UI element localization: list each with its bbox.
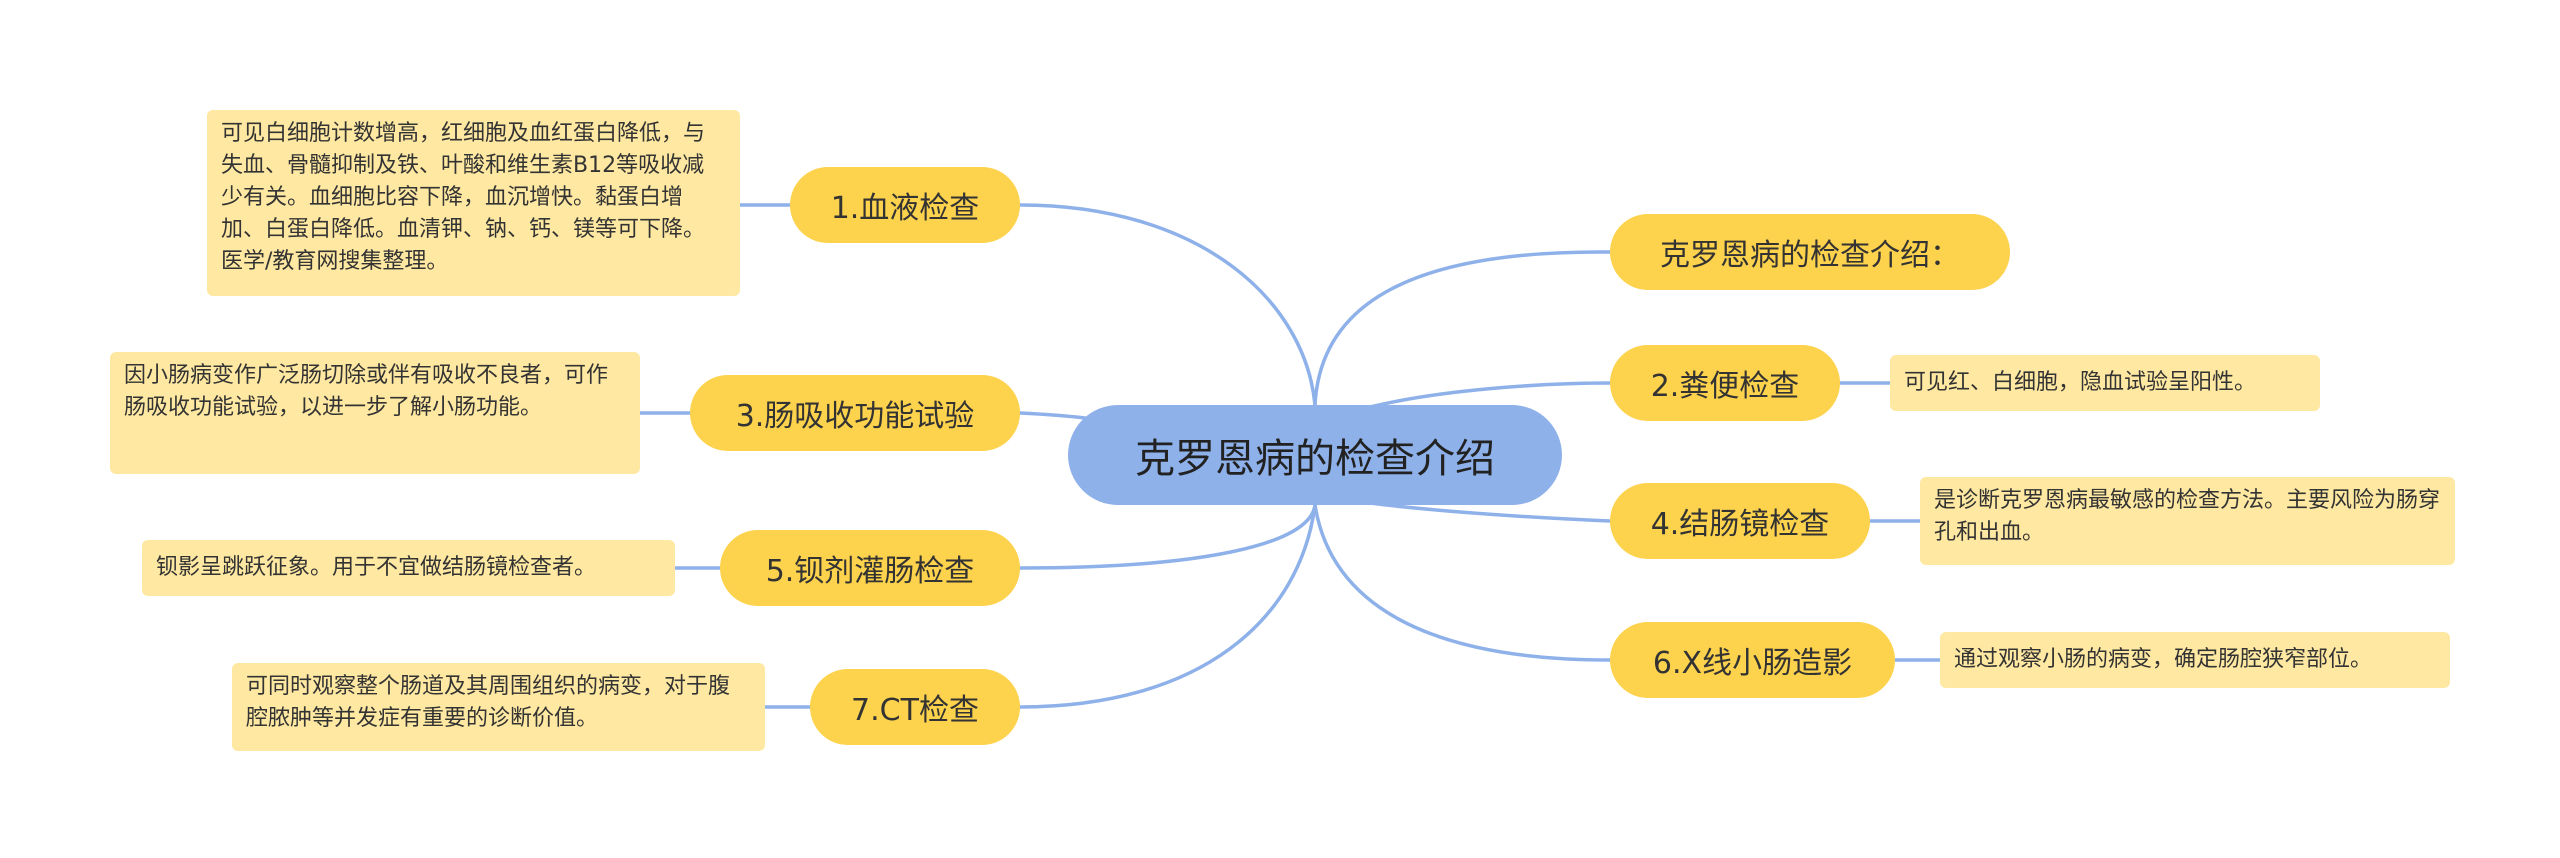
branch-absorption-test-label: 3.肠吸收功能试验 [735,399,975,434]
branch-colonoscopy-label: 4.结肠镜检查 [1650,507,1830,542]
branch-xray-small-intestine[interactable]: 6.X线小肠造影 [1610,622,1895,698]
branch-intro-label: 克罗恩病的检查介绍： [1660,238,1960,273]
connector-barium [1018,503,1317,570]
connector-intro [1313,250,1612,407]
note-stool-test: 可见红、白细胞，隐血试验呈阳性。 [1890,355,2320,411]
note-barium-enema: 钡影呈跳跃征象。用于不宜做结肠镜检查者。 [142,540,675,596]
branch-blood-test-label: 1.血液检查 [830,191,980,226]
branch-stool-test[interactable]: 2.粪便检查 [1610,345,1840,421]
note-ct-scan: 可同时观察整个肠道及其周围组织的病变，对于腹腔脓肿等并发症有重要的诊断价值。 [232,663,765,751]
connector-absorption [1018,411,1087,420]
branch-barium-enema[interactable]: 5.钡剂灌肠检查 [720,530,1020,606]
branch-ct-scan[interactable]: 7.CT检查 [810,669,1020,745]
branch-intro[interactable]: 克罗恩病的检查介绍： [1610,214,2010,290]
branch-stool-test-label: 2.粪便检查 [1650,369,1800,404]
branch-absorption-test[interactable]: 3.肠吸收功能试验 [690,375,1020,451]
note-colonoscopy: 是诊断克罗恩病最敏感的检查方法。主要风险为肠穿孔和出血。 [1920,477,2455,565]
connector-ct [1018,503,1317,709]
note-blood-test: 可见白细胞计数增高，红细胞及血红蛋白降低，与失血、骨髓抑制及铁、叶酸和维生素B1… [207,110,740,296]
branch-colonoscopy[interactable]: 4.结肠镜检查 [1610,483,1870,559]
connector-colonoscopy [1368,501,1612,523]
note-xray-small-intestine: 通过观察小肠的病变，确定肠腔狭窄部位。 [1940,632,2450,688]
branch-blood-test[interactable]: 1.血液检查 [790,167,1020,243]
central-topic[interactable]: 克罗恩病的检查介绍 [1068,405,1562,505]
connector-xray [1313,503,1612,662]
note-absorption-test: 因小肠病变作广泛肠切除或伴有吸收不良者，可作肠吸收功能试验，以进一步了解小肠功能… [110,352,640,474]
connector-blood [1018,203,1317,407]
connector-stool [1368,381,1612,409]
branch-barium-enema-label: 5.钡剂灌肠检查 [765,554,975,589]
branch-ct-scan-label: 7.CT检查 [851,693,979,728]
branch-xray-small-intestine-label: 6.X线小肠造影 [1652,646,1853,681]
central-topic-label: 克罗恩病的检查介绍 [1135,436,1495,482]
